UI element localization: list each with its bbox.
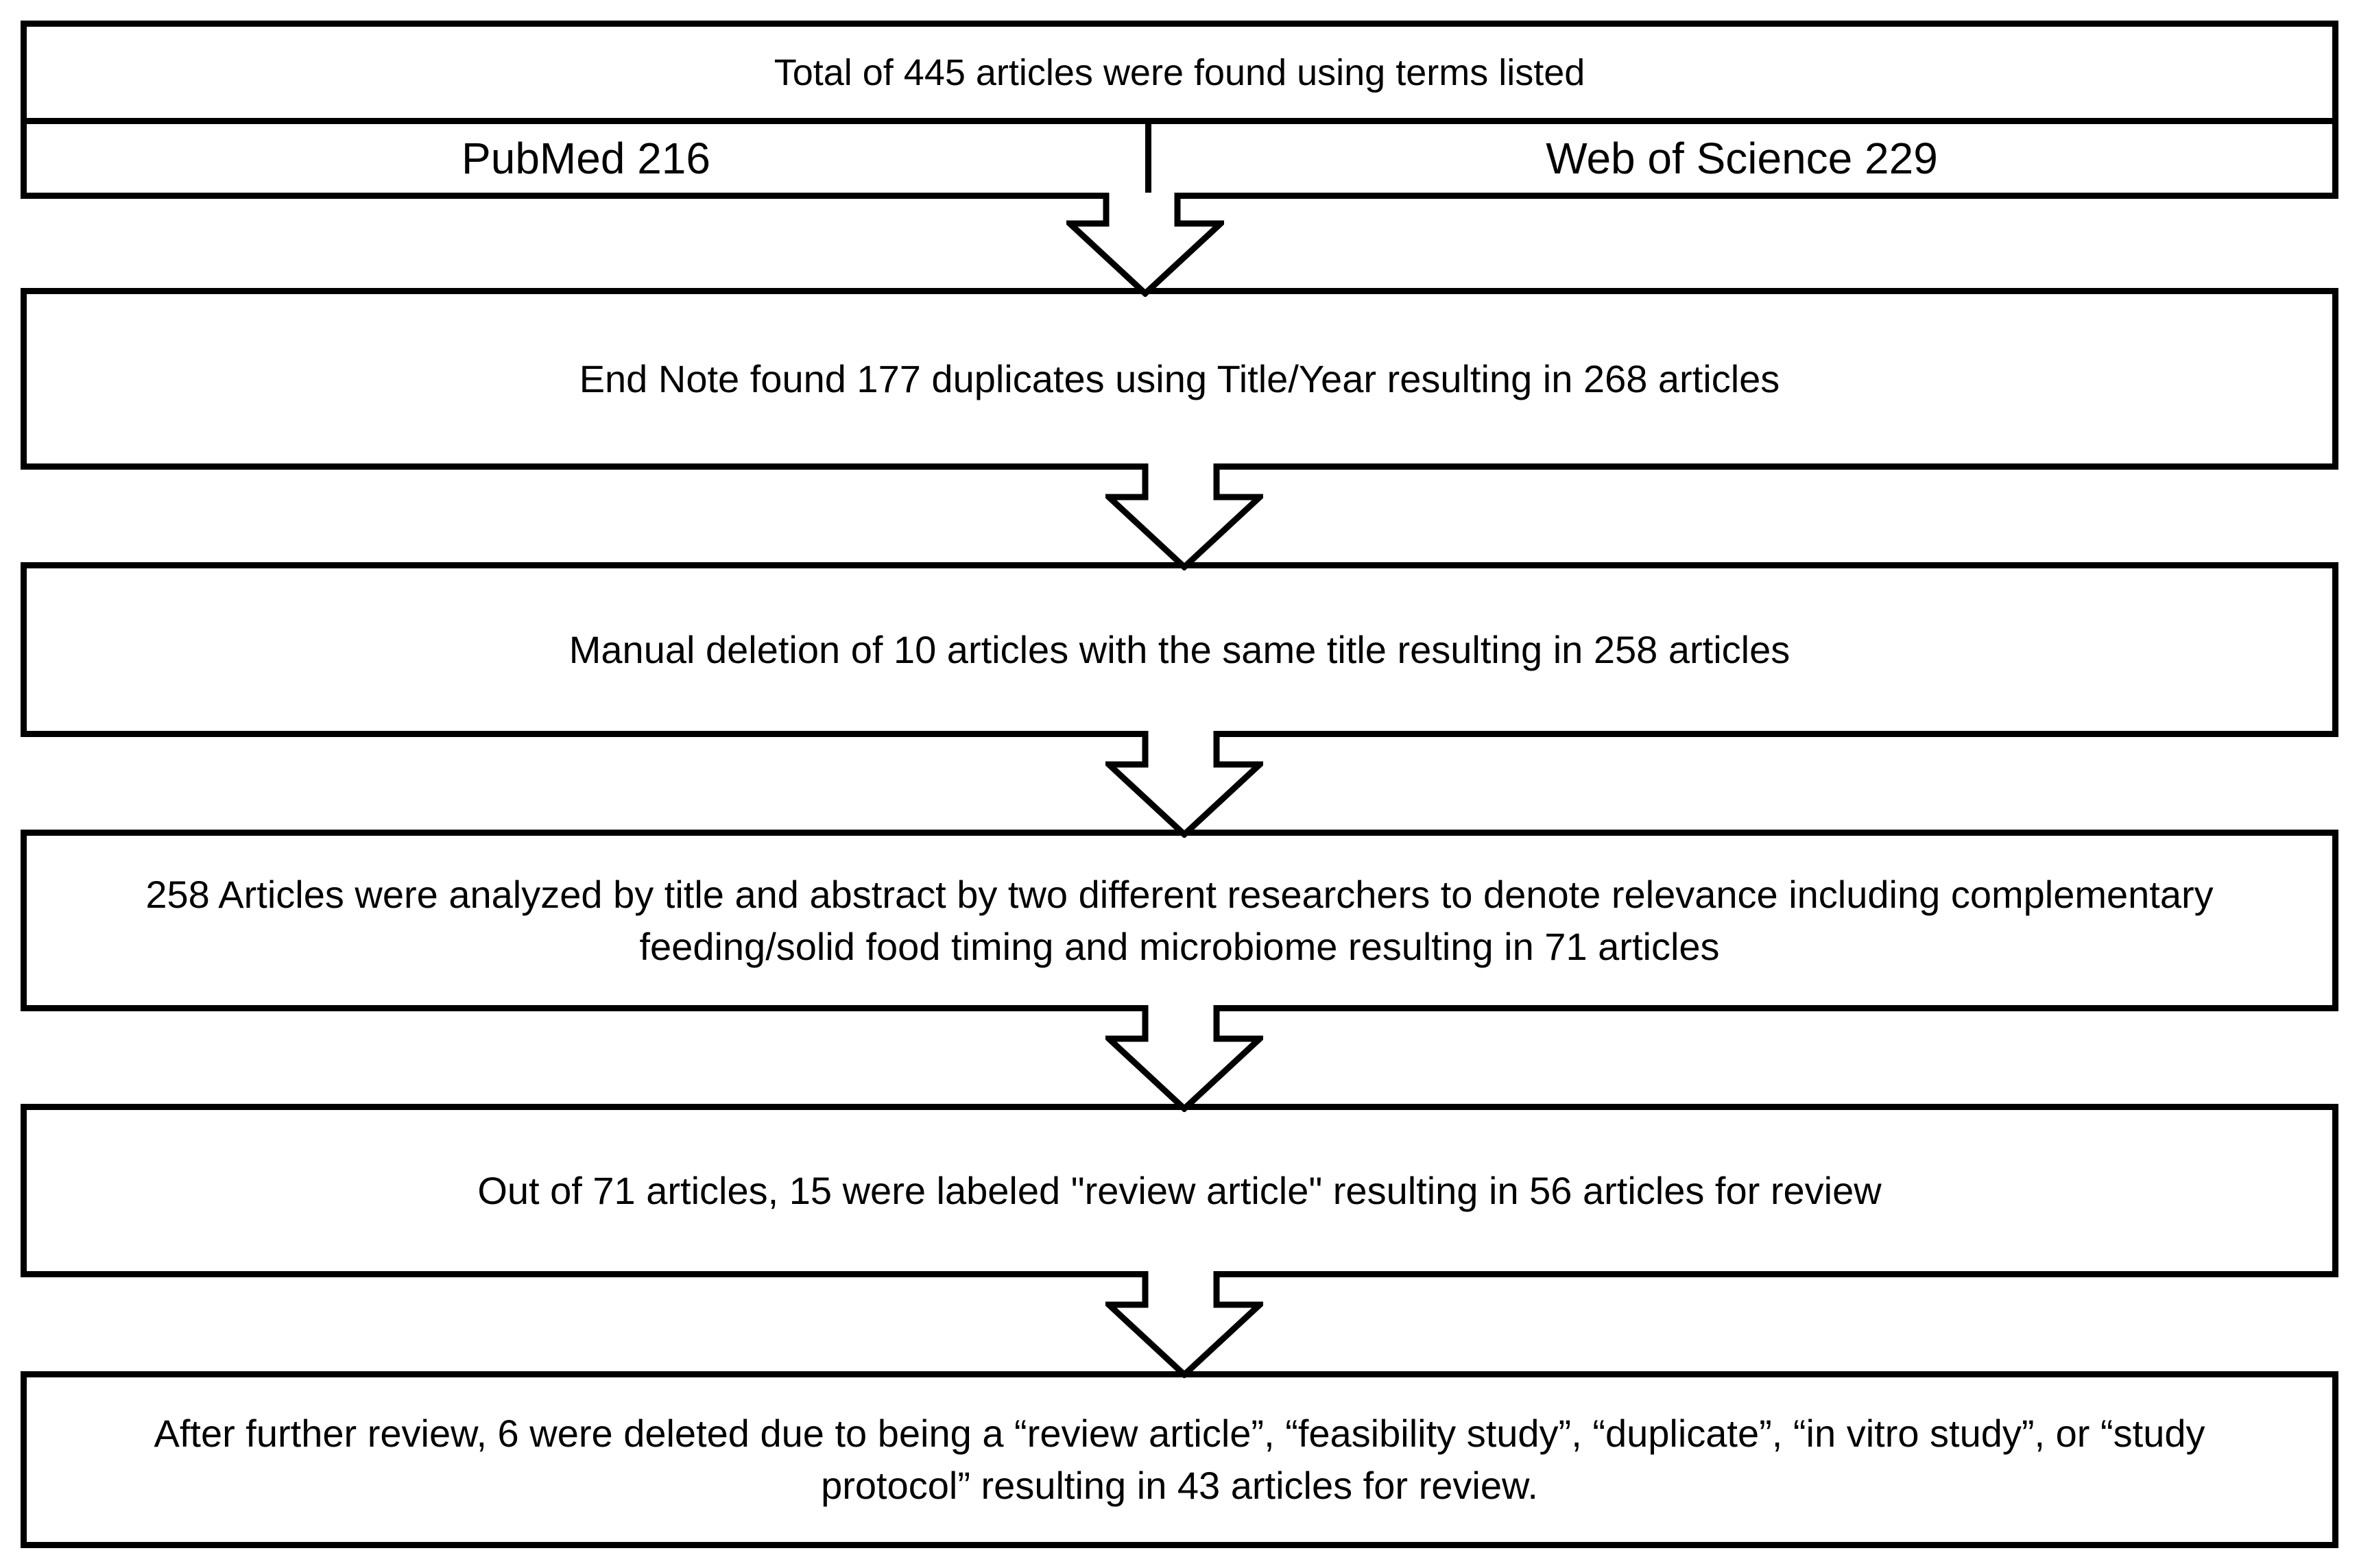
down-arrow-icon xyxy=(1105,1271,1263,1378)
source-cell-pubmed: PubMed 216 xyxy=(27,124,1151,193)
step-text: Out of 71 articles, 15 were labeled "rev… xyxy=(477,1168,1882,1212)
total-articles-box: Total of 445 articles were found using t… xyxy=(21,21,2338,199)
step-box-duplicates: End Note found 177 duplicates using Titl… xyxy=(21,288,2338,470)
step-box-review-article-removal: Out of 71 articles, 15 were labeled "rev… xyxy=(21,1104,2338,1277)
down-arrow-icon xyxy=(1105,463,1263,570)
source-split-row: PubMed 216 Web of Science 229 xyxy=(27,124,2332,193)
step-box-title-abstract-analysis: 258 Articles were analyzed by title and … xyxy=(21,830,2338,1011)
step-text: Manual deletion of 10 articles with the … xyxy=(568,627,1791,671)
total-articles-title: Total of 445 articles were found using t… xyxy=(27,27,2332,124)
down-arrow-icon xyxy=(1105,1005,1263,1112)
source-cell-web-of-science: Web of Science 229 xyxy=(1546,134,1938,183)
step-box-manual-deletion: Manual deletion of 10 articles with the … xyxy=(21,562,2338,737)
down-arrow-icon xyxy=(1105,731,1263,838)
step-text: After further review, 6 were deleted due… xyxy=(154,1412,2205,1507)
step-box-final-review: After further review, 6 were deleted due… xyxy=(21,1371,2338,1548)
down-arrow-icon xyxy=(1066,193,1224,297)
step-text: End Note found 177 duplicates using Titl… xyxy=(579,357,1780,400)
step-text: 258 Articles were analyzed by title and … xyxy=(145,872,2214,968)
